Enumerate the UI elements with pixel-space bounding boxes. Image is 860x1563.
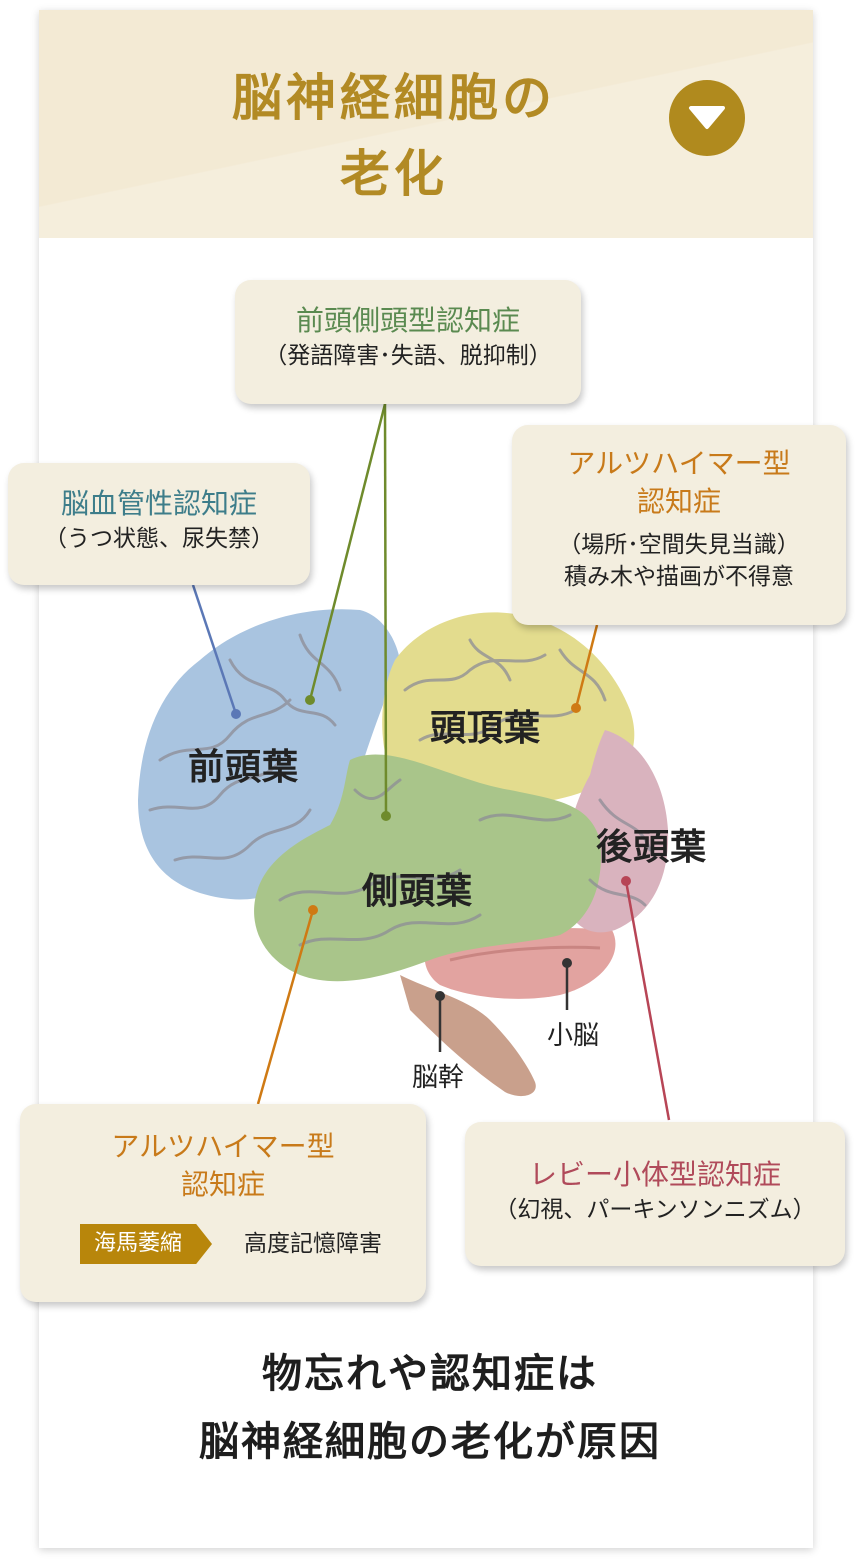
alzheimer-parietal-detail-1: （場所･空間失見当識）: [558, 532, 800, 558]
alzheimer-parietal-title-1: アルツハイマー型: [567, 447, 791, 480]
lewy-body-dementia-box: レビー小体型認知症 （幻視、パーキンソンニズム）: [465, 1122, 845, 1266]
cerebellum-label: 小脳: [547, 1021, 600, 1051]
alzheimer-temporal-title-2: 認知症: [180, 1168, 265, 1201]
brainstem-label: 脳幹: [412, 1063, 465, 1093]
alzheimer-temporal-box: アルツハイマー型 認知症 海馬萎縮 高度記憶障害: [20, 1104, 426, 1302]
parietal-lobe-shape: [382, 612, 635, 805]
vascular-title: 脳血管性認知症: [60, 487, 257, 520]
temporal-lobe-shape: [254, 754, 601, 982]
severe-memory-impairment-text: 高度記憶障害: [244, 1231, 382, 1257]
frontotemporal-title: 前頭側頭型認知症: [295, 304, 520, 337]
alzheimer-parietal-title-2: 認知症: [636, 485, 721, 518]
title-line-1: 脳神経細胞の: [232, 69, 556, 127]
section-header[interactable]: 脳神経細胞の 老化: [39, 10, 813, 238]
frontotemporal-detail: （発語障害･失語、脱抑制）: [264, 343, 552, 369]
alzheimer-temporal-title-1: アルツハイマー型: [111, 1130, 335, 1163]
vascular-dementia-box: 脳血管性認知症 （うつ状態、尿失禁）: [8, 463, 310, 585]
expand-toggle-button[interactable]: [669, 80, 745, 156]
alzheimer-parietal-detail-2: 積み木や描画が不得意: [564, 564, 794, 590]
chevron-down-icon: [689, 106, 725, 129]
conclusion-text: 物忘れや認知症は 脳神経細胞の老化が原因: [0, 1340, 860, 1476]
frontal-lobe-label: 前頭葉: [188, 747, 300, 788]
title-line-2: 老化: [340, 145, 448, 203]
hippocampal-atrophy-tag: 海馬萎縮: [80, 1224, 213, 1264]
section-title: 脳神経細胞の 老化: [159, 60, 629, 212]
alzheimer-parietal-box: アルツハイマー型 認知症 （場所･空間失見当識） 積み木や描画が不得意: [512, 425, 846, 625]
brainstem-shape: [400, 975, 536, 1097]
parietal-lobe-label: 頭頂葉: [430, 708, 542, 749]
conclusion-line-1: 物忘れや認知症は: [262, 1351, 598, 1397]
frontotemporal-dementia-box: 前頭側頭型認知症 （発語障害･失語、脱抑制）: [235, 280, 581, 404]
conclusion-line-2: 脳神経細胞の老化が原因: [199, 1419, 661, 1465]
vascular-detail: （うつ状態、尿失禁）: [44, 526, 274, 552]
lewy-detail: （幻視、パーキンソンニズム）: [494, 1197, 816, 1223]
lewy-title: レビー小体型認知症: [528, 1158, 781, 1191]
occipital-lobe-label: 後頭葉: [596, 827, 708, 868]
temporal-lobe-label: 側頭葉: [362, 871, 474, 912]
